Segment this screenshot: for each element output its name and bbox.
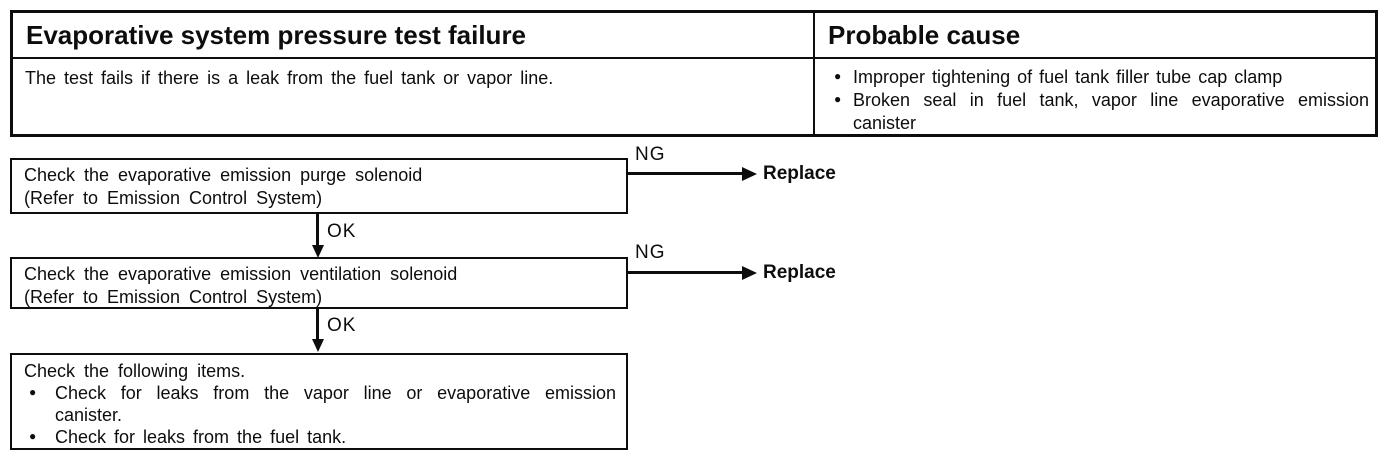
- probable-cause-title: Probable cause: [828, 19, 1021, 50]
- table-header-row: Evaporative system pressure test failure…: [13, 13, 1375, 59]
- cause-item: ● Improper tightening of fuel tank fille…: [834, 66, 1369, 89]
- cause-text: Broken seal in fuel tank, vapor line eva…: [853, 90, 1369, 133]
- replace-action-label: Replace: [763, 262, 836, 283]
- ng-label: NG: [635, 242, 666, 263]
- check-item: ● Check for leaks from the fuel tank.: [24, 426, 616, 448]
- probable-cause-list: ● Improper tightening of fuel tank fille…: [815, 59, 1375, 135]
- arrow-down-icon: [312, 339, 324, 352]
- fault-description-cell: The test fails if there is a leak from t…: [13, 59, 815, 134]
- ng-connector-line: [628, 271, 742, 274]
- ng-label: NG: [635, 144, 666, 165]
- ok-connector-line: [316, 309, 319, 341]
- step-check-purge-solenoid: Check the evaporative emission purge sol…: [10, 158, 628, 214]
- bullet-icon: ●: [29, 385, 37, 399]
- ok-label: OK: [327, 221, 357, 242]
- step-check-ventilation-solenoid: Check the evaporative emission ventilati…: [10, 257, 628, 309]
- step-check-following-items: Check the following items. ● Check for l…: [10, 353, 628, 450]
- cause-header-cell: Probable cause: [815, 13, 1375, 57]
- ng-connector-line: [628, 172, 742, 175]
- replace-action-label: Replace: [763, 163, 836, 184]
- fault-description: The test fails if there is a leak from t…: [25, 68, 554, 88]
- bullet-icon: ●: [834, 69, 842, 83]
- bullet-icon: ●: [834, 92, 842, 106]
- fault-header-cell: Evaporative system pressure test failure: [13, 13, 815, 57]
- cause-item: ● Broken seal in fuel tank, vapor line e…: [834, 89, 1369, 135]
- fault-cause-table: Evaporative system pressure test failure…: [10, 10, 1378, 137]
- bullet-icon: ●: [29, 429, 37, 443]
- table-body-row: The test fails if there is a leak from t…: [13, 59, 1375, 134]
- step-title: Check the following items.: [24, 361, 246, 381]
- ok-connector-line: [316, 214, 319, 247]
- step-text-line: Check the evaporative emission ventilati…: [24, 264, 458, 284]
- step-text-line: (Refer to Emission Control System): [24, 287, 323, 307]
- step-text-line: (Refer to Emission Control System): [24, 188, 323, 208]
- arrow-right-icon: [742, 265, 757, 280]
- ok-label: OK: [327, 315, 357, 336]
- check-item-text: Check for leaks from the vapor line or e…: [55, 383, 616, 425]
- check-item: ● Check for leaks from the vapor line or…: [24, 382, 616, 426]
- check-item-text: Check for leaks from the fuel tank.: [55, 427, 347, 447]
- step-text-line: Check the evaporative emission purge sol…: [24, 165, 423, 185]
- cause-list-cell: ● Improper tightening of fuel tank fille…: [815, 59, 1375, 134]
- arrow-down-icon: [312, 245, 324, 258]
- arrow-right-icon: [742, 166, 757, 181]
- fault-title: Evaporative system pressure test failure: [26, 19, 527, 50]
- cause-text: Improper tightening of fuel tank filler …: [853, 67, 1283, 87]
